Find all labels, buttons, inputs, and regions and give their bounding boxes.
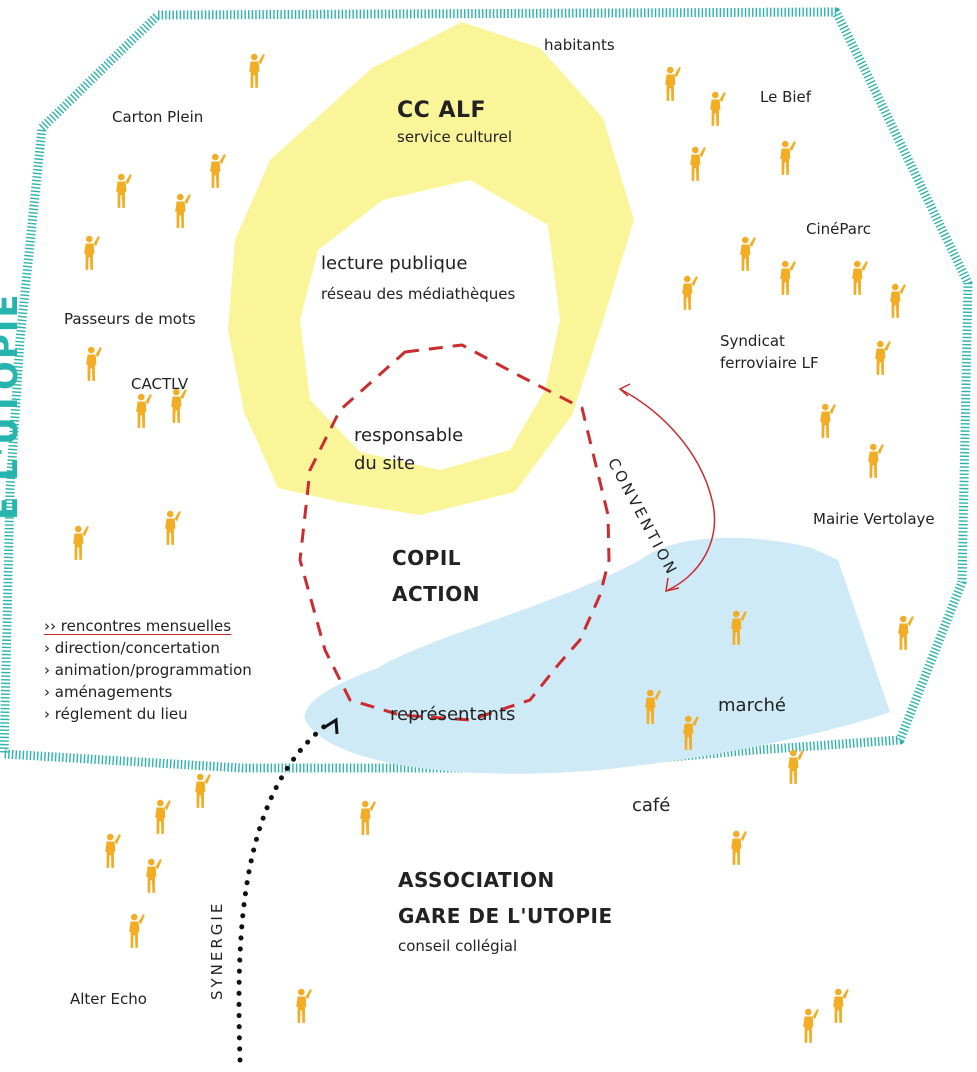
person-icon [210,153,226,188]
marche-label: marché [718,695,786,716]
person-icon [296,988,312,1023]
meetings-heading: ›› rencontres mensuelles [44,617,232,635]
partner-carton-plein: Carton Plein [112,108,204,126]
utopie-frame-title: E L'UTOPIE [0,292,26,520]
person-icon [898,615,914,650]
person-icon [195,773,211,808]
person-icon [890,283,906,318]
cafe-label: café [632,795,671,816]
person-icon [360,800,376,835]
partner-alter-echo: Alter Echo [70,990,147,1008]
representants-label: représentants [390,704,516,725]
responsable-du-site: responsable du site [354,425,464,474]
person-icon [803,1008,819,1043]
partner-cactlv: CACTLV [131,375,189,393]
person-icon [820,403,836,438]
partner-syndicat: Syndicat ferroviaire LF [720,332,819,372]
person-icon [875,340,891,375]
convention-arrowhead-bottom [665,577,680,592]
person-icon [73,525,89,560]
person-icon [788,749,804,784]
person-icon [249,53,265,88]
person-icon [780,140,796,175]
person-icon [129,913,145,948]
person-icon [731,830,747,865]
person-icon [136,393,152,428]
association-title: ASSOCIATION GARE DE L'UTOPIE [398,868,613,928]
person-icon [710,91,726,126]
utopie-frame [0,7,973,773]
copil-dashed-outline [298,343,611,722]
meetings-list: ›› rencontres mensuelles › direction/con… [44,615,252,725]
partner-le-bief: Le Bief [760,88,812,106]
meetings-item: › réglement du lieu [44,705,188,723]
convention-arrowhead-top [618,383,631,397]
person-icon [780,260,796,295]
person-icon [116,173,132,208]
person-icon [868,443,884,478]
partner-mairie-vertolaye: Mairie Vertolaye [813,510,935,528]
person-icon [690,146,706,181]
copil-action-title: COPIL ACTION [392,546,480,606]
association-zone [304,537,891,774]
person-icon [86,346,102,381]
partner-habitants: habitants [544,36,615,54]
cc-alf-ring [228,22,634,515]
cc-alf-subtitle: service culturel [397,128,513,146]
synergie-arrow [236,719,333,1063]
person-icon [84,235,100,270]
partner-passeurs-de-mots: Passeurs de mots [64,310,196,328]
partner-cineparc: CinéParc [806,220,872,238]
lecture-publique-subtitle: réseau des médiathèques [321,285,516,303]
person-icon [833,988,849,1023]
person-icon [665,66,681,101]
person-icon [171,388,187,423]
meetings-item: › direction/concertation [44,639,220,657]
association-subtitle: conseil collégial [398,937,518,955]
synergie-arrowhead [324,717,339,735]
person-icon [682,275,698,310]
person-icon [105,833,121,868]
person-icon [852,260,868,295]
person-icon [175,193,191,228]
meetings-item: › aménagements [44,683,173,701]
convention-arrow [619,388,716,591]
lecture-publique-title: lecture publique [321,253,468,274]
meetings-item: › animation/programmation [44,661,252,679]
person-icon [165,510,181,545]
cc-alf-title: CC ALF [397,98,487,123]
person-icon [155,799,171,834]
person-icon [740,236,756,271]
synergie-label: SYNERGIE [208,900,226,1000]
person-icon [146,858,162,893]
